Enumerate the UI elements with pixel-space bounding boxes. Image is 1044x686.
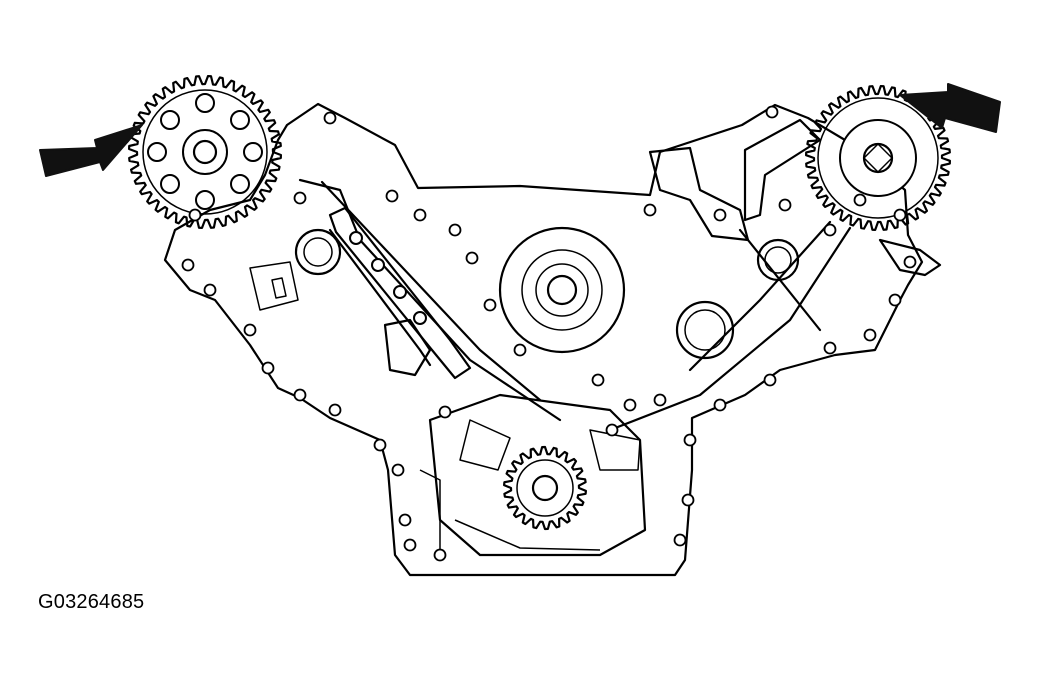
bolt-hole [188,208,202,222]
bolt-hole [293,388,307,402]
bolt-hole [203,283,217,297]
bolt-hole [853,193,867,207]
lower-right-bore [675,300,735,360]
bolt-hole [328,403,342,417]
bolt-hole [778,198,792,212]
left-tensioner-arm [328,206,472,380]
bolt-hole [391,463,405,477]
bolt-hole [261,361,275,375]
bolt-hole [643,203,657,217]
timing-chain-guides [298,178,852,432]
bolt-hole [673,533,687,547]
bolt-hole [653,393,667,407]
left-camshaft-sprocket [128,75,282,229]
right-arrow-indicator [899,83,1001,133]
bolt-hole [433,548,447,562]
bolt-hole [591,373,605,387]
bolt-hole [483,298,497,312]
bolt-hole [438,405,452,419]
right-bore [756,238,800,282]
bolt-hole [448,223,462,237]
bolt-hole [293,191,307,205]
left-bore [294,228,342,276]
bolt-hole [893,208,907,222]
crankshaft-sprocket [503,445,587,531]
bolt-hole [823,341,837,355]
perimeter-bolts [181,105,917,562]
bolt-hole [713,208,727,222]
bolt-hole [823,223,837,237]
center-pulley [498,226,626,354]
bolt-hole [413,208,427,222]
right-bracket [648,146,750,242]
bolt-hole [513,343,527,357]
bolt-hole [373,438,387,452]
bolt-hole [385,189,399,203]
bolt-hole [683,433,697,447]
bolt-hole [681,493,695,507]
bolt-hole [903,255,917,269]
left-cutout [383,318,432,377]
bolt-hole [403,538,417,552]
bolt-hole [863,328,877,342]
bolt-hole [713,398,727,412]
bolt-hole [243,323,257,337]
bolt-hole [765,105,779,119]
bolt-hole [181,258,195,272]
bolt-hole [623,398,637,412]
right-tensioner-arm [743,118,822,222]
bolt-hole [763,373,777,387]
figure-id-label: G03264685 [38,591,145,613]
bolt-hole [888,293,902,307]
bolt-hole [465,251,479,265]
left-arrow-indicator [39,124,143,177]
bolt-hole [323,111,337,125]
bolt-hole [398,513,412,527]
bolt-hole [605,423,619,437]
oil-pump-housing [419,393,647,560]
